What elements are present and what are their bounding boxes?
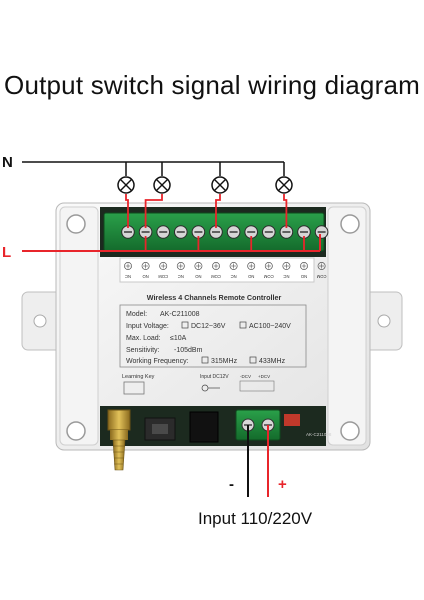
screw-hole-bl bbox=[66, 421, 86, 441]
terminal-label: COM bbox=[211, 274, 221, 279]
spec-box bbox=[119, 304, 307, 368]
terminal-label: COM bbox=[316, 274, 326, 279]
plus-label: + bbox=[278, 476, 287, 493]
lamp-output-wire bbox=[125, 194, 129, 228]
terminal-label: NO bbox=[195, 274, 202, 279]
terminal-label-ring bbox=[194, 262, 203, 270]
spec-load-value: ≤10A bbox=[170, 335, 187, 342]
spec-load-label: Max. Load: bbox=[126, 335, 161, 342]
spec-voltage-ac: AC100~240V bbox=[249, 323, 291, 330]
neutral-label: N bbox=[2, 154, 13, 171]
spec-model-label: Model: bbox=[126, 311, 147, 318]
lamps bbox=[117, 176, 293, 194]
spec-sensitivity-value: -105dBm bbox=[174, 347, 203, 354]
terminal-label-ring bbox=[317, 262, 326, 270]
spec-model-value: AK-C211008 bbox=[160, 311, 200, 318]
antenna-connector bbox=[107, 409, 131, 431]
terminal-label-ring bbox=[247, 262, 256, 270]
case-column-right bbox=[327, 206, 367, 446]
terminal-label: COM bbox=[263, 274, 273, 279]
minus-label: - bbox=[229, 476, 234, 493]
voltage-checkbox-ac bbox=[239, 321, 247, 329]
device-name: Wireless 4 Channels Remote Controller bbox=[147, 293, 282, 302]
terminal-label: NC bbox=[231, 274, 237, 279]
screw-hole-tr bbox=[340, 214, 360, 234]
learning-key-label: Learning Key bbox=[122, 374, 155, 380]
wires bbox=[22, 161, 321, 497]
spec-frequency-label: Working Frequency: bbox=[126, 358, 189, 365]
terminal-label-ring bbox=[229, 262, 238, 270]
terminal-labels: NC NO COM NC NO COM NC NO COM NC NO COM bbox=[124, 262, 326, 279]
input-voltage-label: Input 110/220V bbox=[198, 509, 313, 528]
terminal-label: NC bbox=[178, 274, 184, 279]
case-column-left bbox=[59, 206, 99, 446]
dc-jack bbox=[189, 411, 219, 443]
terminal-label-ring bbox=[264, 262, 273, 270]
screw-hole-tl bbox=[66, 214, 86, 234]
voltage-checkbox-dc bbox=[181, 321, 189, 329]
terminal-label-ring bbox=[282, 262, 291, 270]
spec-sensitivity-label: Sensitivity: bbox=[126, 347, 160, 354]
lamp-output-wire bbox=[283, 194, 288, 228]
antenna-thread bbox=[112, 439, 126, 471]
pcb-code: AK-C211008 bbox=[306, 432, 332, 437]
frequency-checkbox-315 bbox=[201, 356, 209, 364]
dcv-plus-label: +DCV bbox=[258, 374, 270, 379]
learning-key-cap bbox=[152, 424, 168, 434]
terminal-label-ring bbox=[176, 262, 185, 270]
terminal-label: NO bbox=[247, 274, 254, 279]
mount-hole-left bbox=[33, 314, 47, 328]
spec-voltage-dc: DC12~36V bbox=[191, 323, 226, 330]
lamp-output-wire bbox=[144, 194, 163, 228]
learning-key-outline bbox=[123, 381, 145, 395]
terminal-label-ring bbox=[159, 262, 168, 270]
mount-hole-right bbox=[377, 314, 391, 328]
terminal-label-ring bbox=[300, 262, 308, 270]
screw-hole-br bbox=[340, 421, 360, 441]
live-label: L bbox=[2, 244, 11, 261]
frequency-checkbox-433 bbox=[249, 356, 257, 364]
diagram-title: Output switch signal wiring diagram bbox=[4, 70, 420, 100]
terminal-screws bbox=[121, 225, 329, 239]
spec-frequency-315: 315MHz bbox=[211, 358, 238, 365]
dcv-label-box bbox=[239, 380, 275, 392]
antenna-nut bbox=[110, 430, 128, 440]
spec-frequency-433: 433MHz bbox=[259, 358, 286, 365]
terminal-label: NC bbox=[125, 274, 131, 279]
input-dc-label: Input DC12V bbox=[200, 374, 229, 380]
terminal-label: NO bbox=[300, 274, 307, 279]
dcv-minus-label: -DCV bbox=[240, 374, 251, 379]
spec-voltage-label: Input Voltage: bbox=[126, 323, 169, 330]
fuse bbox=[284, 414, 300, 426]
terminal-label-ring bbox=[212, 262, 220, 270]
terminal-label-ring bbox=[124, 262, 132, 270]
terminal-label: COM bbox=[158, 274, 168, 279]
terminal-label-strip bbox=[119, 257, 315, 283]
terminal-label: NO bbox=[142, 274, 149, 279]
terminal-label: NC bbox=[283, 274, 289, 279]
terminal-label-ring bbox=[141, 262, 150, 270]
lamp-output-wire bbox=[215, 194, 221, 228]
